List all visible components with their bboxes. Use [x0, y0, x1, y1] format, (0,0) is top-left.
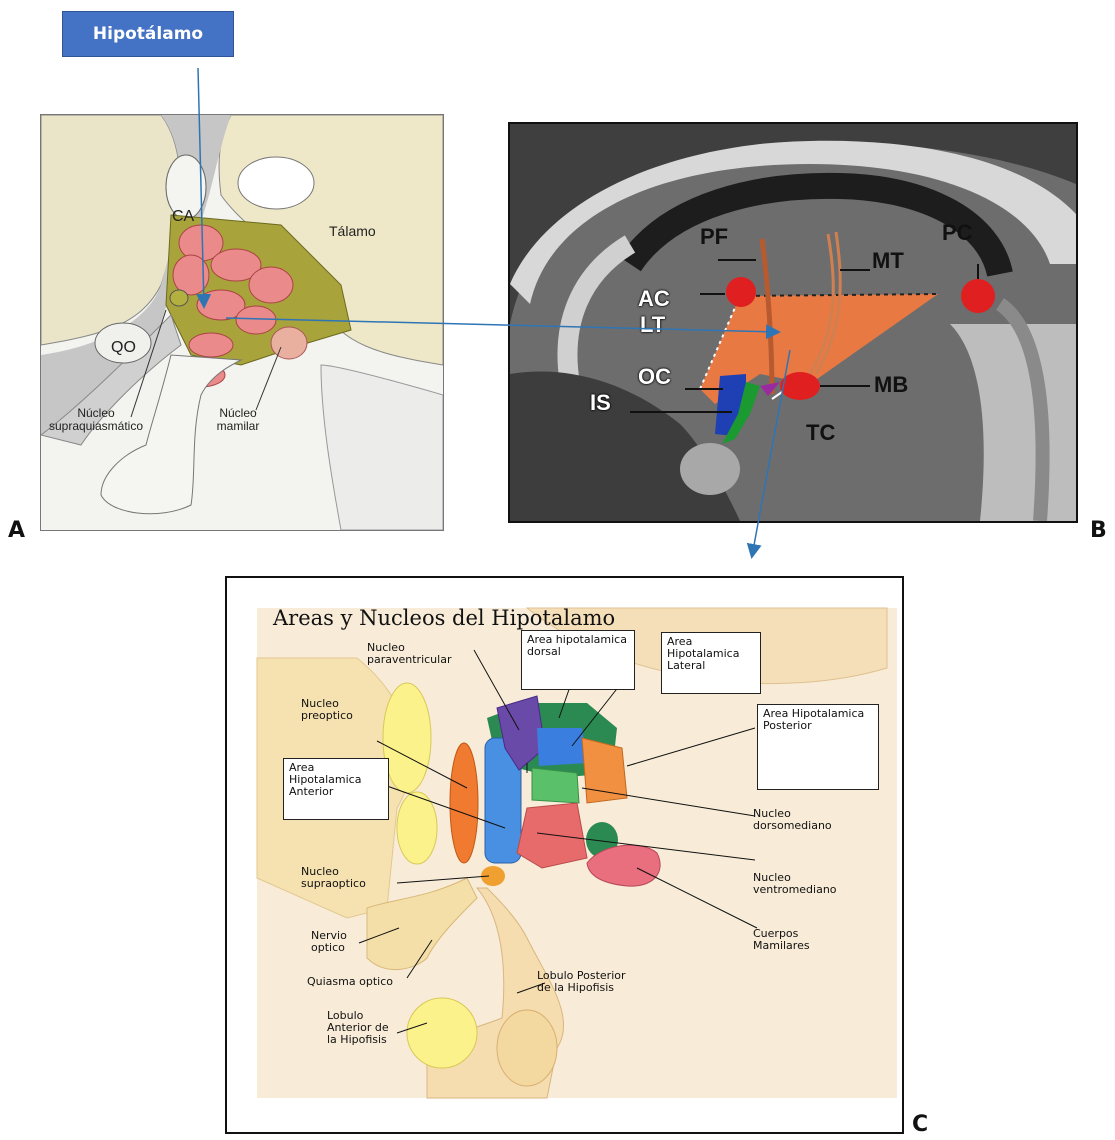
- label-tc: TC: [806, 420, 835, 446]
- label-is: IS: [590, 390, 611, 416]
- box-area-anterior: Area Hipotalamica Anterior: [283, 758, 389, 820]
- label-ac: AC: [638, 286, 670, 312]
- panel-c-diagram: Areas y Nucleos del Hipotalamo Nucleo pa…: [225, 576, 904, 1134]
- panel-b-mri: PF MT PC AC LT OC IS MB TC: [508, 122, 1078, 523]
- panel-letter-c: C: [912, 1112, 928, 1137]
- panel-c-title: Areas y Nucleos del Hipotalamo: [273, 606, 615, 630]
- box-area-posterior: Area Hipotalamica Posterior: [757, 704, 879, 790]
- label-mamilar: Núcleo mamilar: [203, 407, 273, 433]
- box-area-dorsal: Area hipotalamica dorsal: [521, 630, 635, 690]
- label-cuerpos-mamilares: Cuerpos Mamilares: [753, 928, 823, 952]
- label-pc: PC: [942, 220, 973, 246]
- label-paraventricular: Nucleo paraventricular: [367, 642, 477, 666]
- label-lt: LT: [640, 312, 665, 338]
- label-oc: OC: [638, 364, 671, 390]
- label-dorsomediano: Nucleo dorsomediano: [753, 808, 853, 832]
- hipotalamo-callout: Hipotálamo: [62, 11, 234, 57]
- box-area-lateral: Area Hipotalamica Lateral: [661, 632, 761, 694]
- panel-a-drawing: [41, 115, 443, 530]
- label-preoptico: Nucleo preoptico: [301, 698, 381, 722]
- label-lobulo-posterior: Lobulo Posterior de la Hipofisis: [537, 970, 637, 994]
- label-ca: CA: [172, 208, 194, 226]
- label-supraquiasmatico: Núcleo supraquiasmático: [41, 407, 151, 433]
- panel-a-illustration: CA Tálamo QO Núcleo supraquiasmático Núc…: [40, 114, 444, 531]
- label-mb: MB: [874, 372, 908, 398]
- label-lobulo-anterior: Lobulo Anterior de la Hipofisis: [327, 1010, 391, 1046]
- label-quiasma-optico: Quiasma optico: [307, 976, 417, 988]
- label-nervio-optico: Nervio optico: [311, 930, 361, 954]
- label-pf: PF: [700, 224, 728, 250]
- panel-letter-b: B: [1090, 518, 1107, 543]
- label-talamo: Tálamo: [329, 223, 376, 239]
- panel-b-drawing: [510, 124, 1076, 521]
- panel-letter-a: A: [8, 518, 25, 543]
- label-supraoptico: Nucleo supraoptico: [301, 866, 391, 890]
- label-qo: QO: [111, 339, 136, 357]
- label-ventromediano: Nucleo ventromediano: [753, 872, 853, 896]
- label-mt: MT: [872, 248, 904, 274]
